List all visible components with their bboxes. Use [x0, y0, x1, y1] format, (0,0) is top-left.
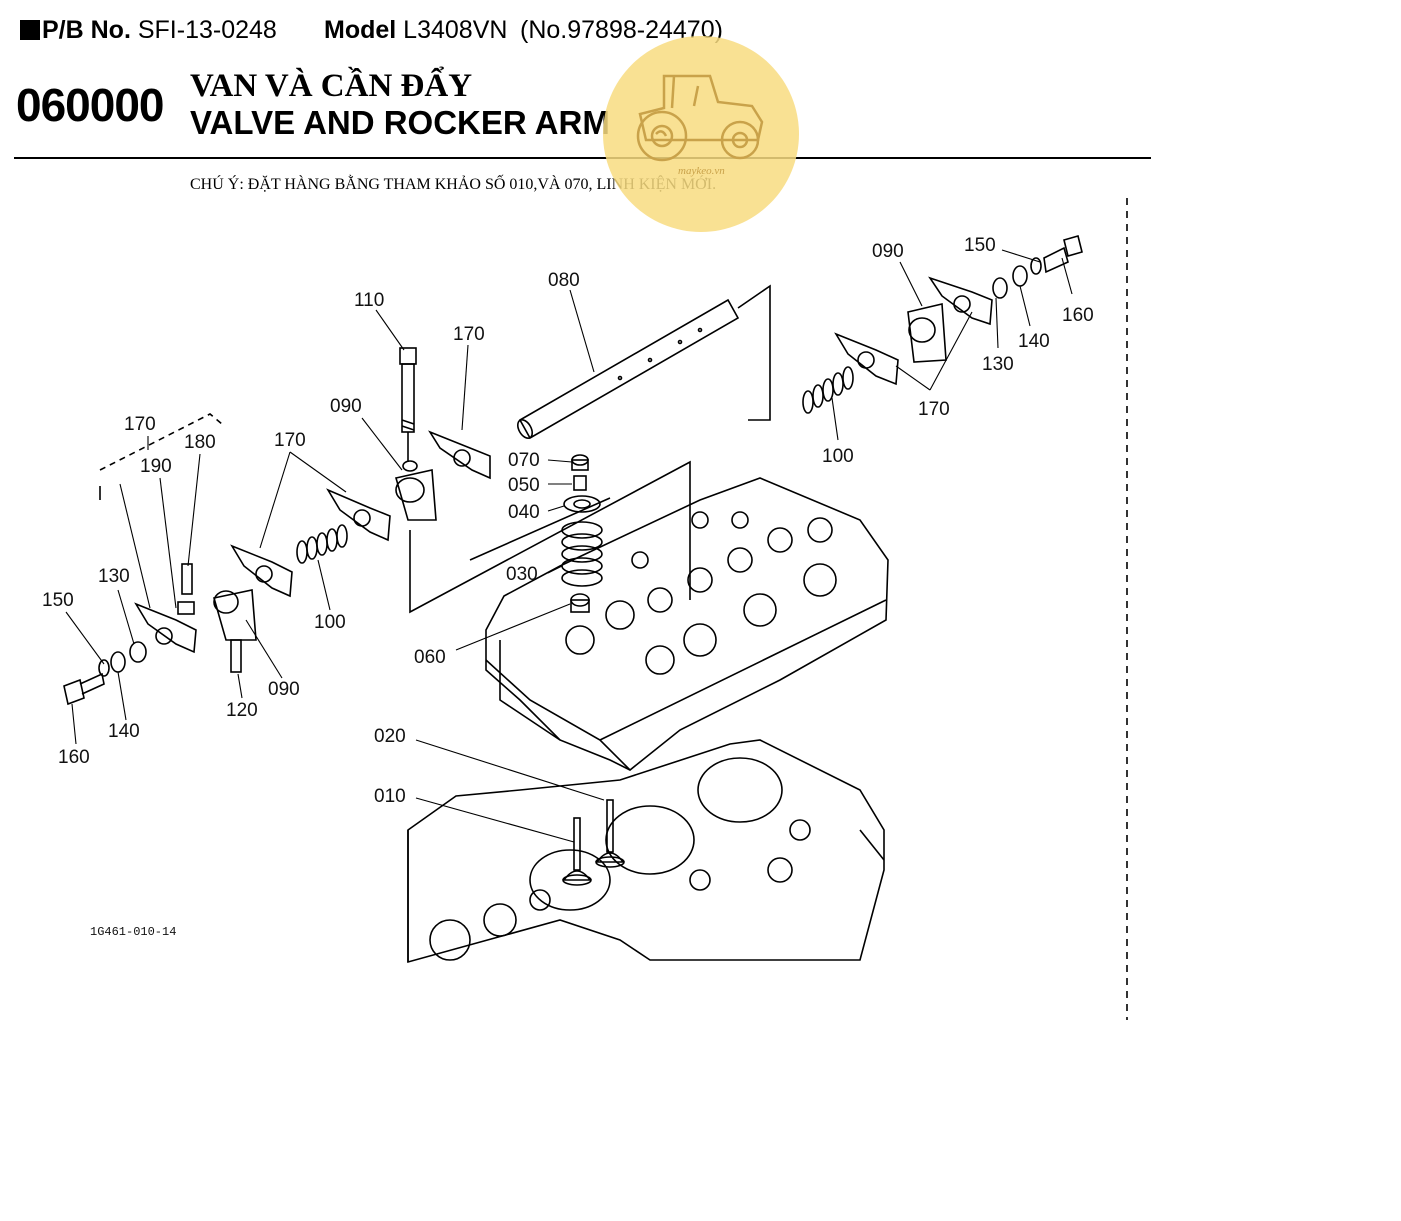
callout-130-left: 130 [98, 566, 130, 587]
callout-010: 010 [374, 786, 406, 807]
leader-lines [65, 249, 1073, 843]
pb-number: P/B No. SFI-13-0248 [20, 16, 277, 45]
callout-labels: 110 170 080 090 090 150 160 140 130 170 … [42, 235, 1094, 939]
pb-value: SFI-13-0248 [137, 16, 277, 44]
bullet-square-icon [20, 20, 40, 40]
callout-170-mid: 170 [274, 430, 306, 451]
callout-050: 050 [508, 475, 540, 496]
rocker-arm-2 [326, 488, 391, 542]
washers-right [992, 257, 1042, 299]
callout-170-right: 170 [918, 399, 950, 420]
model-label: Model [324, 16, 397, 44]
adjusting-screw [177, 563, 195, 615]
watermark-circle [603, 36, 799, 232]
callout-140-left: 140 [108, 721, 140, 742]
rocker-support-left [394, 460, 437, 521]
watermark-logo: maykeo.vn [603, 36, 799, 232]
header-rule [14, 157, 1151, 159]
callout-190: 190 [140, 456, 172, 477]
spring-left [296, 524, 348, 564]
rocker-arm-6 [928, 276, 993, 326]
callout-140-right: 140 [1018, 331, 1050, 352]
callout-080: 080 [548, 270, 580, 291]
rocker-arm-5 [834, 332, 899, 386]
cylinder-block [407, 739, 885, 964]
callout-090-low: 090 [268, 679, 300, 700]
callout-150-left: 150 [42, 590, 74, 611]
valve-spring [561, 521, 603, 587]
bolt-right [1043, 235, 1083, 274]
callout-090-right: 090 [872, 241, 904, 262]
title-vietnamese: VAN VÀ CẦN ĐẨY [190, 68, 473, 104]
callout-120: 120 [226, 700, 258, 721]
bolt-110 [399, 347, 417, 462]
callout-160-right: 160 [1062, 305, 1094, 326]
callout-060: 060 [414, 647, 446, 668]
rocker-arm-4 [134, 602, 197, 654]
drawing-number: 1G461-010-14 [90, 925, 176, 939]
callout-030: 030 [506, 564, 538, 585]
model: Model L3408VN [324, 16, 507, 45]
intake-valve [562, 817, 592, 886]
callout-170-top: 170 [453, 324, 485, 345]
order-note: CHÚ Ý: ĐẶT HÀNG BẰNG THAM KHẢO SỐ 010,VÀ… [190, 176, 717, 193]
spring-right [802, 366, 854, 414]
callout-070: 070 [508, 450, 540, 471]
rocker-support-lower [212, 589, 257, 673]
callout-020: 020 [374, 726, 406, 747]
model-value: L3408VN [403, 16, 508, 44]
callout-100-left: 100 [314, 612, 346, 633]
callout-090-left: 090 [330, 396, 362, 417]
callout-180: 180 [184, 432, 216, 453]
assembly-bracket [99, 413, 223, 471]
pb-label: P/B No. [42, 16, 131, 44]
section-code: 060000 [16, 79, 164, 131]
valve-collet [573, 475, 587, 491]
exhaust-valve [595, 799, 625, 868]
bracket-line-2 [469, 497, 611, 561]
washers-left [98, 641, 147, 677]
callout-130-right: 130 [982, 354, 1014, 375]
cylinder-head [485, 477, 889, 771]
rocker-shaft [516, 284, 771, 440]
callout-170-left: 170 [124, 414, 156, 435]
callout-160-left: 160 [58, 747, 90, 768]
valve-cap [571, 454, 589, 471]
callout-110: 110 [354, 290, 384, 311]
tractor-icon [636, 74, 764, 162]
spring-retainer [563, 495, 601, 513]
rocker-arm-1 [428, 430, 491, 480]
bolt-left [63, 672, 105, 706]
watermark-text: maykeo.vn [678, 165, 725, 177]
rocker-arm-3 [230, 544, 293, 598]
valve-stem-seal [570, 593, 590, 613]
callout-100-right: 100 [822, 446, 854, 467]
bracket-line [409, 460, 691, 614]
rocker-support-right [907, 303, 947, 363]
callout-040: 040 [508, 502, 540, 523]
callout-150-right: 150 [964, 235, 996, 256]
title-english: VALVE AND ROCKER ARM [190, 104, 610, 141]
